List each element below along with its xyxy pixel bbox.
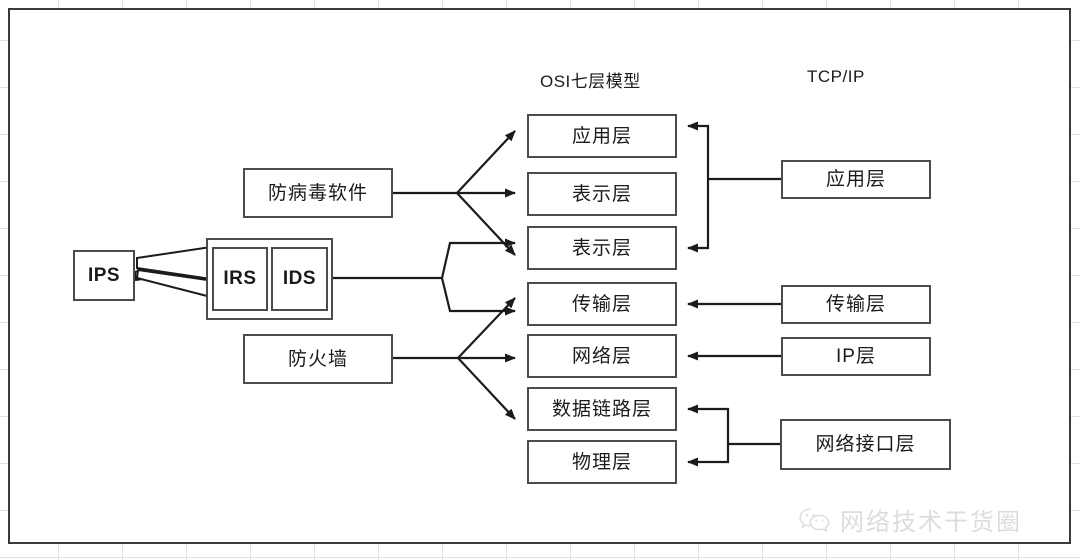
node-osi-datalink[interactable]: 数据链路层	[527, 387, 677, 431]
edge-tcpip-app-to-osi-application	[687, 121, 710, 179]
node-osi-physical[interactable]: 物理层	[527, 440, 677, 484]
node-firewall[interactable]: 防火墙	[243, 334, 393, 384]
node-ids[interactable]: IDS	[271, 247, 328, 311]
edge-firewall-to-transport	[457, 297, 516, 359]
edge-tcpip-netif-to-osi-physical	[687, 444, 730, 467]
node-osi-transport[interactable]: 传输层	[527, 282, 677, 326]
edge-tcpip-netif-to-osi-datalink	[687, 404, 730, 444]
node-antivirus-software[interactable]: 防病毒软件	[243, 168, 393, 218]
edge-antivirus-to-presentation-2	[456, 192, 516, 256]
node-tcpip-network-interface[interactable]: 网络接口层	[780, 419, 951, 470]
node-osi-presentation-2[interactable]: 表示层	[527, 226, 677, 270]
node-tcpip-application[interactable]: 应用层	[781, 160, 931, 199]
node-ips[interactable]: IPS	[73, 250, 135, 301]
tcpip-column-header: TCP/IP	[807, 67, 865, 86]
node-irs[interactable]: IRS	[212, 247, 268, 311]
node-tcpip-transport[interactable]: 传输层	[781, 285, 931, 324]
diagram-canvas: OSI七层模型 TCP/IP IPS IRS IDS 防病毒软件 防火墙 应用层…	[8, 8, 1071, 544]
edge-tcpip-app-to-osi-presentation-2	[687, 179, 710, 253]
node-osi-network[interactable]: 网络层	[527, 334, 677, 378]
edge-firewall-to-datalink	[457, 357, 516, 420]
edge-ids-to-transport	[440, 277, 516, 316]
edge-antivirus-to-application	[456, 130, 516, 194]
node-osi-presentation-1[interactable]: 表示层	[527, 172, 677, 216]
edge-ids-to-presentation-2	[440, 238, 516, 279]
node-tcpip-ip[interactable]: IP层	[781, 337, 931, 376]
osi-column-header: OSI七层模型	[540, 72, 641, 91]
node-osi-application[interactable]: 应用层	[527, 114, 677, 158]
